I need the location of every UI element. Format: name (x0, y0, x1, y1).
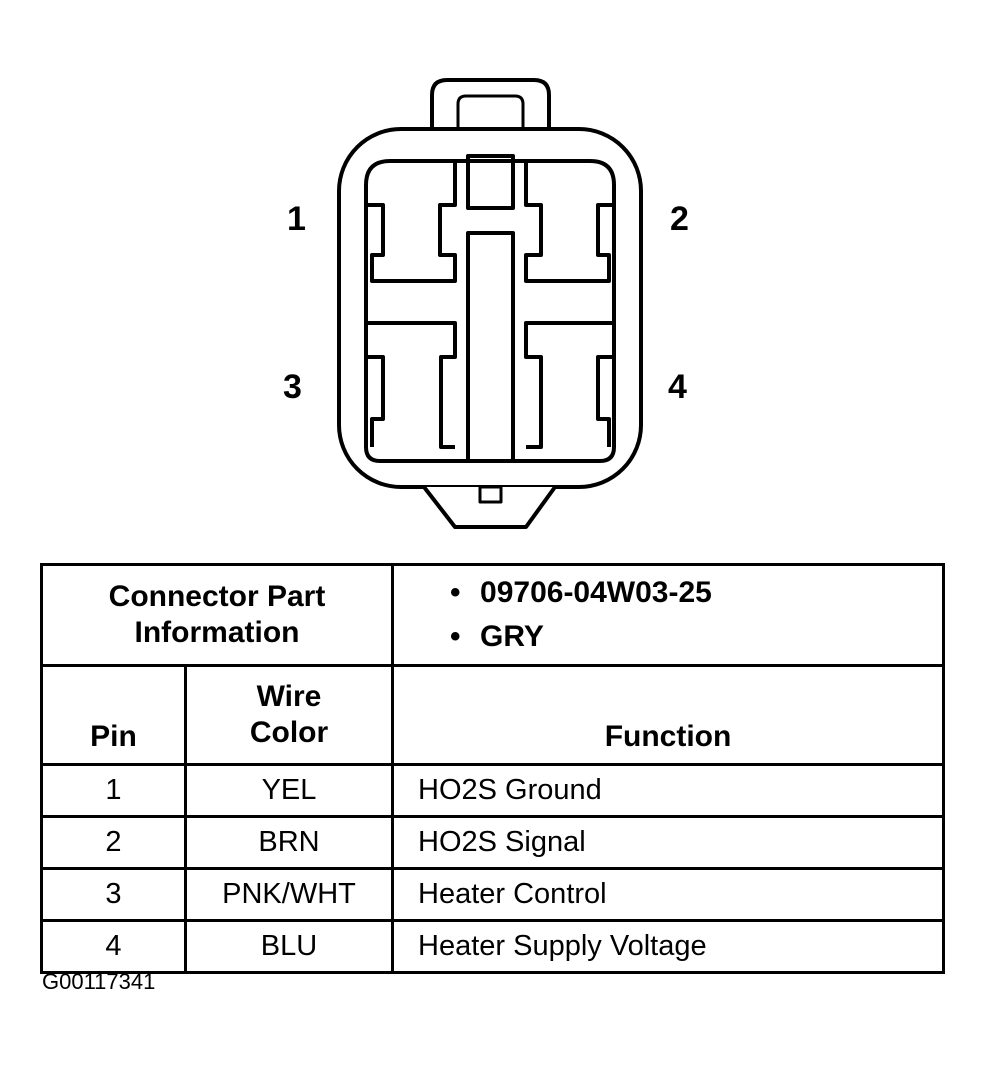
function-cell: Heater Supply Voltage (391, 919, 946, 974)
pin-label-4: 4 (668, 368, 687, 406)
connector-diagram (337, 78, 643, 529)
wire-color-cell: BRN (183, 815, 395, 870)
terminal-1 (366, 161, 457, 283)
wire-color-cell: YEL (183, 763, 395, 818)
header-wire-color-line1: Wire (256, 680, 322, 713)
connector-latch-slot (456, 94, 525, 128)
part-number: 09706-04W03-25 (480, 576, 712, 609)
pin-label-2: 2 (670, 200, 689, 238)
header-wire-color-line2: Color (249, 716, 329, 749)
connector-cavity (364, 159, 616, 463)
part-info-label-line1: Connector Part (108, 580, 326, 613)
part-info-label-line2: Information (134, 616, 300, 649)
pin-label-1: 1 (287, 200, 306, 238)
connector-bottom-key (422, 485, 557, 529)
terminal-2 (524, 161, 614, 283)
bullet: • (450, 620, 461, 653)
function-cell: HO2S Signal (391, 815, 946, 870)
connector-color: GRY (480, 620, 544, 653)
part-number-item: • 09706-04W03-25 (450, 571, 942, 615)
header-function: Function (391, 664, 946, 766)
function-cell: Heater Control (391, 867, 946, 922)
pin-label-3: 3 (283, 368, 302, 406)
part-info-values-cell: • 09706-04W03-25 • GRY (391, 563, 946, 667)
pin-cell: 4 (40, 919, 187, 974)
center-rib-long (466, 231, 515, 463)
connector-color-item: • GRY (450, 615, 942, 659)
terminal-3 (364, 321, 457, 449)
function-cell: HO2S Ground (391, 763, 946, 818)
pin-cell: 2 (40, 815, 187, 870)
figure-id: G00117341 (42, 969, 156, 994)
wire-color-cell: BLU (183, 919, 395, 974)
center-rib-top (466, 154, 515, 210)
pin-cell: 3 (40, 867, 187, 922)
table-row: 2 BRN HO2S Signal (40, 815, 946, 870)
header-pin: Pin (40, 664, 187, 766)
terminal-4 (524, 321, 616, 449)
table-row: 4 BLU Heater Supply Voltage (40, 919, 946, 974)
part-info-label-cell: Connector Part Information (39, 563, 395, 667)
header-wire-color: Wire Color (183, 664, 395, 766)
wire-color-cell: PNK/WHT (183, 867, 395, 922)
header-row: Pin Wire Color Function (40, 664, 946, 766)
connector-info-table: Connector Part Information • 09706-04W03-… (39, 563, 946, 974)
table-row: 1 YEL HO2S Ground (40, 763, 946, 818)
bullet: • (450, 576, 461, 609)
table-row: 3 PNK/WHT Heater Control (40, 867, 946, 922)
connector-key-notch (478, 485, 503, 504)
connector-body (337, 127, 643, 489)
part-info-row: Connector Part Information • 09706-04W03-… (39, 563, 946, 667)
connector-latch-tab (430, 78, 551, 131)
pin-cell: 1 (40, 763, 187, 818)
